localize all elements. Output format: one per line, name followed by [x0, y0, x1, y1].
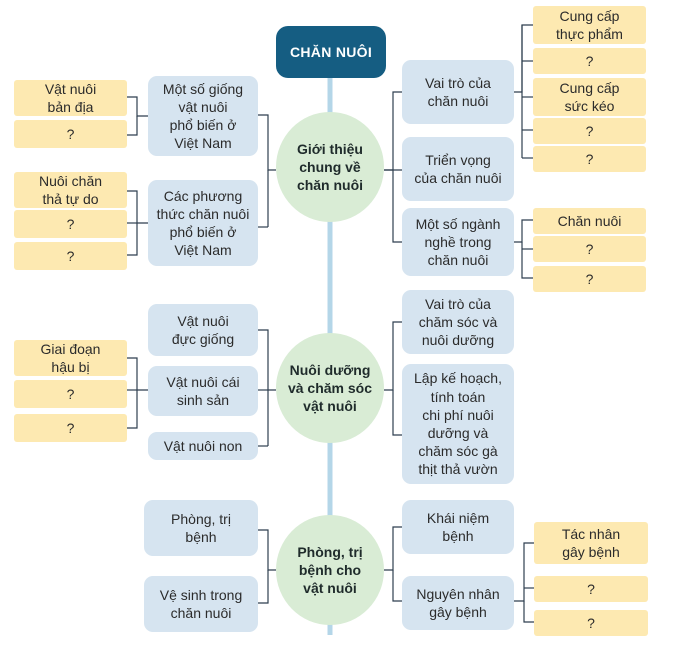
branch-disease-treatment: Phòng, trị bệnh [144, 500, 258, 556]
branch-farming-methods: Các phương thức chăn nuôi phổ biến ở Việ… [148, 180, 258, 266]
leaf-unknown: ? [534, 610, 648, 636]
leaf-unknown: ? [14, 242, 127, 270]
leaf-unknown: ? [14, 380, 127, 408]
leaf-unknown: ? [533, 146, 646, 172]
leaf-unknown: ? [533, 48, 646, 74]
branch-disease-causes: Nguyên nhân gây bệnh [402, 576, 514, 630]
leaf-food-supply: Cung cấp thực phẩm [533, 6, 646, 44]
branch-breeding-females: Vật nuôi cái sinh sản [148, 366, 258, 416]
branch-young-animals: Vật nuôi non [148, 432, 258, 460]
leaf-unknown: ? [533, 266, 646, 292]
branch-breeding-males: Vật nuôi đực giống [148, 304, 258, 356]
hub-intro: Giới thiệu chung về chăn nuôi [276, 112, 384, 222]
leaf-free-range: Nuôi chăn thả tự do [14, 172, 127, 208]
leaf-draft-power: Cung cấp sức kéo [533, 78, 646, 116]
branch-prospects: Triển vọng của chăn nuôi [402, 137, 514, 201]
branch-hygiene: Vệ sinh trong chăn nuôi [144, 576, 258, 632]
branch-cost-planning: Lập kế hoạch, tính toán chi phí nuôi dưỡ… [402, 364, 514, 484]
leaf-unknown: ? [533, 236, 646, 262]
leaf-livestock-farming: Chăn nuôi [533, 208, 646, 234]
branch-role-of-husbandry: Vai trò của chăn nuôi [402, 60, 514, 124]
leaf-unknown: ? [14, 120, 127, 148]
branch-role-of-care: Vai trò của chăm sóc và nuôi dưỡng [402, 290, 514, 354]
leaf-unknown: ? [533, 118, 646, 144]
leaf-unknown: ? [14, 414, 127, 442]
branch-disease-concept: Khái niệm bệnh [402, 500, 514, 554]
leaf-native-breeds: Vật nuôi bản địa [14, 80, 127, 116]
leaf-unknown: ? [534, 576, 648, 602]
leaf-unknown: ? [14, 210, 127, 238]
root-title: CHĂN NUÔI [276, 26, 386, 78]
branch-common-breeds: Một số giống vật nuôi phổ biến ở Việt Na… [148, 76, 258, 156]
hub-feeding-care: Nuôi dưỡng và chăm sóc vật nuôi [276, 333, 384, 443]
leaf-heifer-stage: Giai đoạn hậu bị [14, 340, 127, 376]
hub-disease: Phòng, trị bệnh cho vật nuôi [276, 515, 384, 625]
branch-occupations: Một số ngành nghề trong chăn nuôi [402, 208, 514, 276]
leaf-pathogen: Tác nhân gây bệnh [534, 522, 648, 564]
